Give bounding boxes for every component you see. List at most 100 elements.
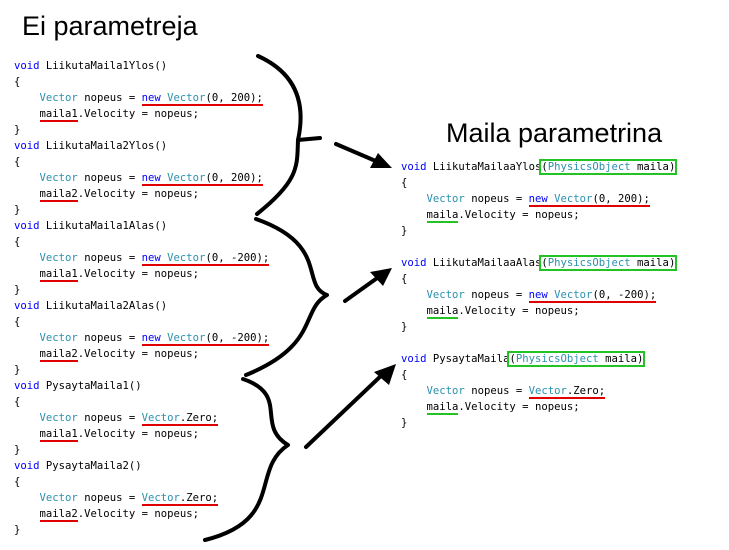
vector-type: Vector [167,332,206,344]
velocity-assign: .Velocity = nopeus; [77,188,199,200]
velocity-assign: .Velocity = nopeus; [77,508,199,520]
velocity-assign: .Velocity = nopeus; [77,348,199,360]
vector-args: .Zero; [179,492,219,504]
void-keyword: void [14,140,40,152]
method-signature: LiikutaMaila1Alas() [45,220,168,232]
vector-type: Vector [39,172,78,184]
close-brace: } [14,524,21,536]
param-name: maila [637,257,669,269]
open-brace: { [14,236,21,248]
vector-type: Vector [426,385,465,397]
right-method-2-vector-line: Vector nopeus = new Vector(0, -200); [401,287,675,303]
left-method-6-velocity-line: maila2.Velocity = nopeus; [14,506,269,522]
vector-type: Vector [39,332,78,344]
vector-type: Vector [39,492,78,504]
left-method-2-signature: void LiikutaMaila2Ylos() [14,138,269,154]
vector-args: (0, 200); [592,193,650,205]
vector-type: Vector [528,385,567,397]
close-brace: } [14,364,21,376]
left-method-3-signature: void LiikutaMaila1Alas() [14,218,269,234]
new-keyword: new [141,252,161,264]
equals-sign: = [128,332,136,344]
right-method-3-close: } [401,415,675,431]
left-method-2-close: } [14,202,269,218]
method-name: LiikutaMailaaYlos [432,161,542,173]
vector-type: Vector [39,92,78,104]
method-signature: PysaytaMaila2() [45,460,142,472]
brace-top-tip [296,136,322,142]
vector-type: Vector [141,412,180,424]
right-method-1-close: } [401,223,675,239]
paddle-var: maila1 [39,428,78,442]
vector-args: (0, 200); [205,92,263,104]
vector-type: Vector [167,252,206,264]
void-keyword: void [401,257,427,269]
method-name: LiikutaMailaaAlas [432,257,542,269]
vector-args: (0, -200); [205,252,270,264]
velocity-assign: .Velocity = nopeus; [458,305,580,317]
new-keyword: new [141,92,161,104]
left-method-6-open: { [14,474,269,490]
void-keyword: void [14,380,40,392]
open-brace: { [14,316,21,328]
equals-sign: = [128,412,136,424]
new-keyword: new [528,193,548,205]
param-type: PhysicsObject [515,353,599,365]
left-method-4-signature: void LiikutaMaila2Alas() [14,298,269,314]
paren-close: ) [668,161,676,173]
param-name: maila [605,353,638,365]
arrow-2-shaft [343,274,382,303]
velocity-assign: .Velocity = nopeus; [77,268,199,280]
paren-open: ( [509,353,516,365]
left-method-3-close: } [14,282,269,298]
arrow-1-shaft [334,142,380,164]
left-method-6-close: } [14,522,269,538]
vector-type: Vector [426,289,465,301]
paren-open: ( [541,161,548,173]
new-keyword: new [141,172,161,184]
void-keyword: void [401,353,427,365]
left-method-1-signature: void LiikutaMaila1Ylos() [14,58,269,74]
vector-type: Vector [39,252,78,264]
new-keyword: new [141,332,161,344]
left-method-1-velocity-line: maila1.Velocity = nopeus; [14,106,269,122]
arrow-3-shaft [304,371,386,449]
nopeus-var: nopeus [471,385,510,397]
title-no-parameters: Ei parametreja [22,11,198,41]
equals-sign: = [515,385,523,397]
right-method-1-vector-line: Vector nopeus = new Vector(0, 200); [401,191,675,207]
rhs-expression: Vector.Zero; [141,412,219,426]
left-method-5-vector-line: Vector nopeus = Vector.Zero; [14,410,269,426]
equals-sign: = [128,92,136,104]
paddle-var: maila1 [39,268,78,282]
paren-open: ( [541,257,548,269]
brace-top [255,54,303,216]
rhs-expression: new Vector(0, 200); [528,193,650,207]
open-brace: { [14,476,21,488]
open-brace: { [401,273,408,285]
left-method-2-velocity-line: maila2.Velocity = nopeus; [14,186,269,202]
close-brace: } [14,124,21,136]
right-code-block: void LiikutaMailaaYlos(PhysicsObject mai… [401,159,678,431]
paren-close: ) [668,257,676,269]
vector-type: Vector [426,193,465,205]
left-method-5-signature: void PysaytaMaila1() [14,378,269,394]
left-method-3-vector-line: Vector nopeus = new Vector(0, -200); [14,250,270,266]
open-brace: { [401,369,408,381]
equals-sign: = [128,492,136,504]
right-method-1-open: { [401,175,675,191]
parameter-list: (PhysicsObject maila) [507,351,646,367]
arrow-2-head [370,268,392,286]
velocity-assign: .Velocity = nopeus; [77,428,199,440]
vector-type: Vector [554,289,593,301]
paddle-var: maila2 [39,508,78,522]
method-signature: LiikutaMaila2Alas() [45,300,168,312]
method-signature: LiikutaMaila2Ylos() [45,140,168,152]
vector-type: Vector [167,92,206,104]
right-method-2-signature: void LiikutaMailaaAlas(PhysicsObject mai… [401,255,678,271]
left-method-4-open: { [14,314,269,330]
void-keyword: void [401,161,427,173]
close-brace: } [401,321,408,333]
brace-bottom [203,377,290,542]
right-method-1-signature: void LiikutaMailaaYlos(PhysicsObject mai… [401,159,678,175]
